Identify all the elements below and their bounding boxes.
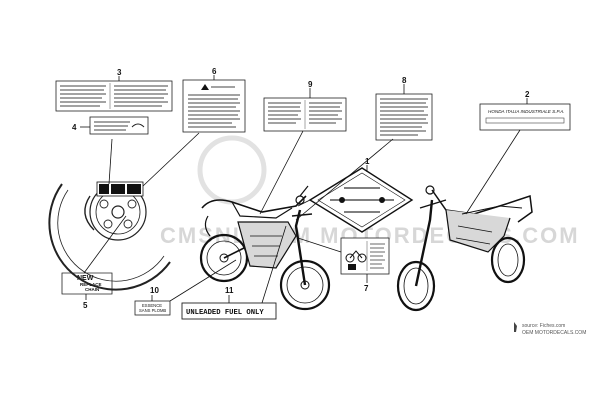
label-7	[340, 237, 390, 275]
callout-6: 6	[212, 67, 217, 76]
essence-line1: ESSENCE	[142, 303, 162, 308]
source-logo-icon	[514, 322, 517, 332]
source-line2: OEM MOTORDECALS.COM	[522, 330, 586, 336]
sprocket-guard	[48, 181, 171, 291]
callout-1: 1	[365, 157, 370, 166]
callout-11: 11	[225, 286, 234, 295]
label-2: HONDA ITALIA INDUSTRIALE S.P.A.	[479, 103, 571, 131]
source-line1: source: Fiches.com	[522, 323, 565, 329]
callout-4: 4	[72, 123, 77, 132]
label-6	[182, 79, 246, 133]
label-8	[375, 93, 433, 141]
warning-triangle-icon	[201, 84, 209, 90]
source-credit: source: Fiches.com OEM MOTORDECALS.COM	[514, 322, 586, 336]
callout-10: 10	[150, 286, 159, 295]
callout-9: 9	[308, 80, 313, 89]
label-11: UNLEADED FUEL ONLY	[181, 302, 277, 320]
callout-2: 2	[525, 90, 530, 99]
callout-8: 8	[402, 76, 407, 85]
label-3	[55, 80, 173, 112]
leader-lines	[80, 75, 528, 304]
chain-label-chain: CHAIN	[85, 287, 99, 292]
label-10: ESSENCE SANS PLOMB	[134, 300, 171, 316]
motorcycle-right	[396, 185, 533, 312]
callouts: 3 4 6 9 8 2 1 7 5 10 11	[72, 67, 530, 310]
unleaded-label-text: UNLEADED FUEL ONLY	[186, 309, 264, 317]
watermark-logo-icon	[197, 135, 267, 205]
label-9	[263, 97, 347, 132]
arrow-icon	[131, 123, 145, 128]
manufacturer-plate-text: HONDA ITALIA INDUSTRIALE S.P.A.	[488, 109, 565, 114]
motorcycle-icon	[345, 250, 367, 263]
callout-3: 3	[117, 68, 122, 77]
label-4	[89, 116, 149, 135]
essence-line2: SANS PLOMB	[139, 308, 166, 313]
chain-label-new: NEW	[77, 275, 94, 282]
callout-5: 5	[83, 301, 88, 310]
label-1	[308, 167, 414, 233]
callout-7: 7	[364, 284, 369, 293]
